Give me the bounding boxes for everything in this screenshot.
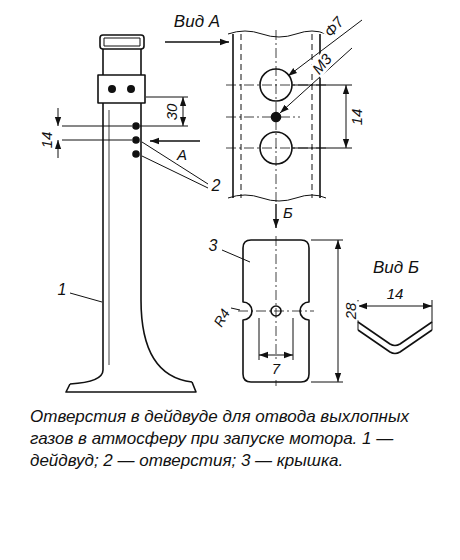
thread-size: М3 [309, 50, 336, 78]
view-b [358, 300, 432, 354]
callout-number: 1 [57, 282, 68, 299]
view-letter: Б [282, 205, 294, 221]
view-label: Вид Б [372, 259, 420, 277]
dimension-lines [58, 42, 229, 302]
view-letter: А [176, 147, 188, 163]
cover [222, 236, 343, 386]
radius-value: R4 [211, 306, 234, 331]
diameter-value: Φ7 [321, 13, 348, 41]
figure-caption: Отверстия в дейдвуде для отвода выхлопны… [30, 406, 442, 472]
callout-number: 3 [208, 238, 219, 255]
view-label: Вид А [173, 13, 221, 31]
dimension-value: 30 [164, 103, 180, 122]
dimension-value: 7 [271, 361, 281, 377]
view-a [226, 20, 362, 228]
dimension-value: 14 [39, 131, 55, 150]
dimension-value: 14 [349, 108, 365, 127]
stern-tube [66, 35, 196, 392]
dimension-value: 28 [343, 302, 359, 321]
dimension-value: 14 [386, 286, 405, 302]
callout-number: 2 [211, 178, 222, 195]
